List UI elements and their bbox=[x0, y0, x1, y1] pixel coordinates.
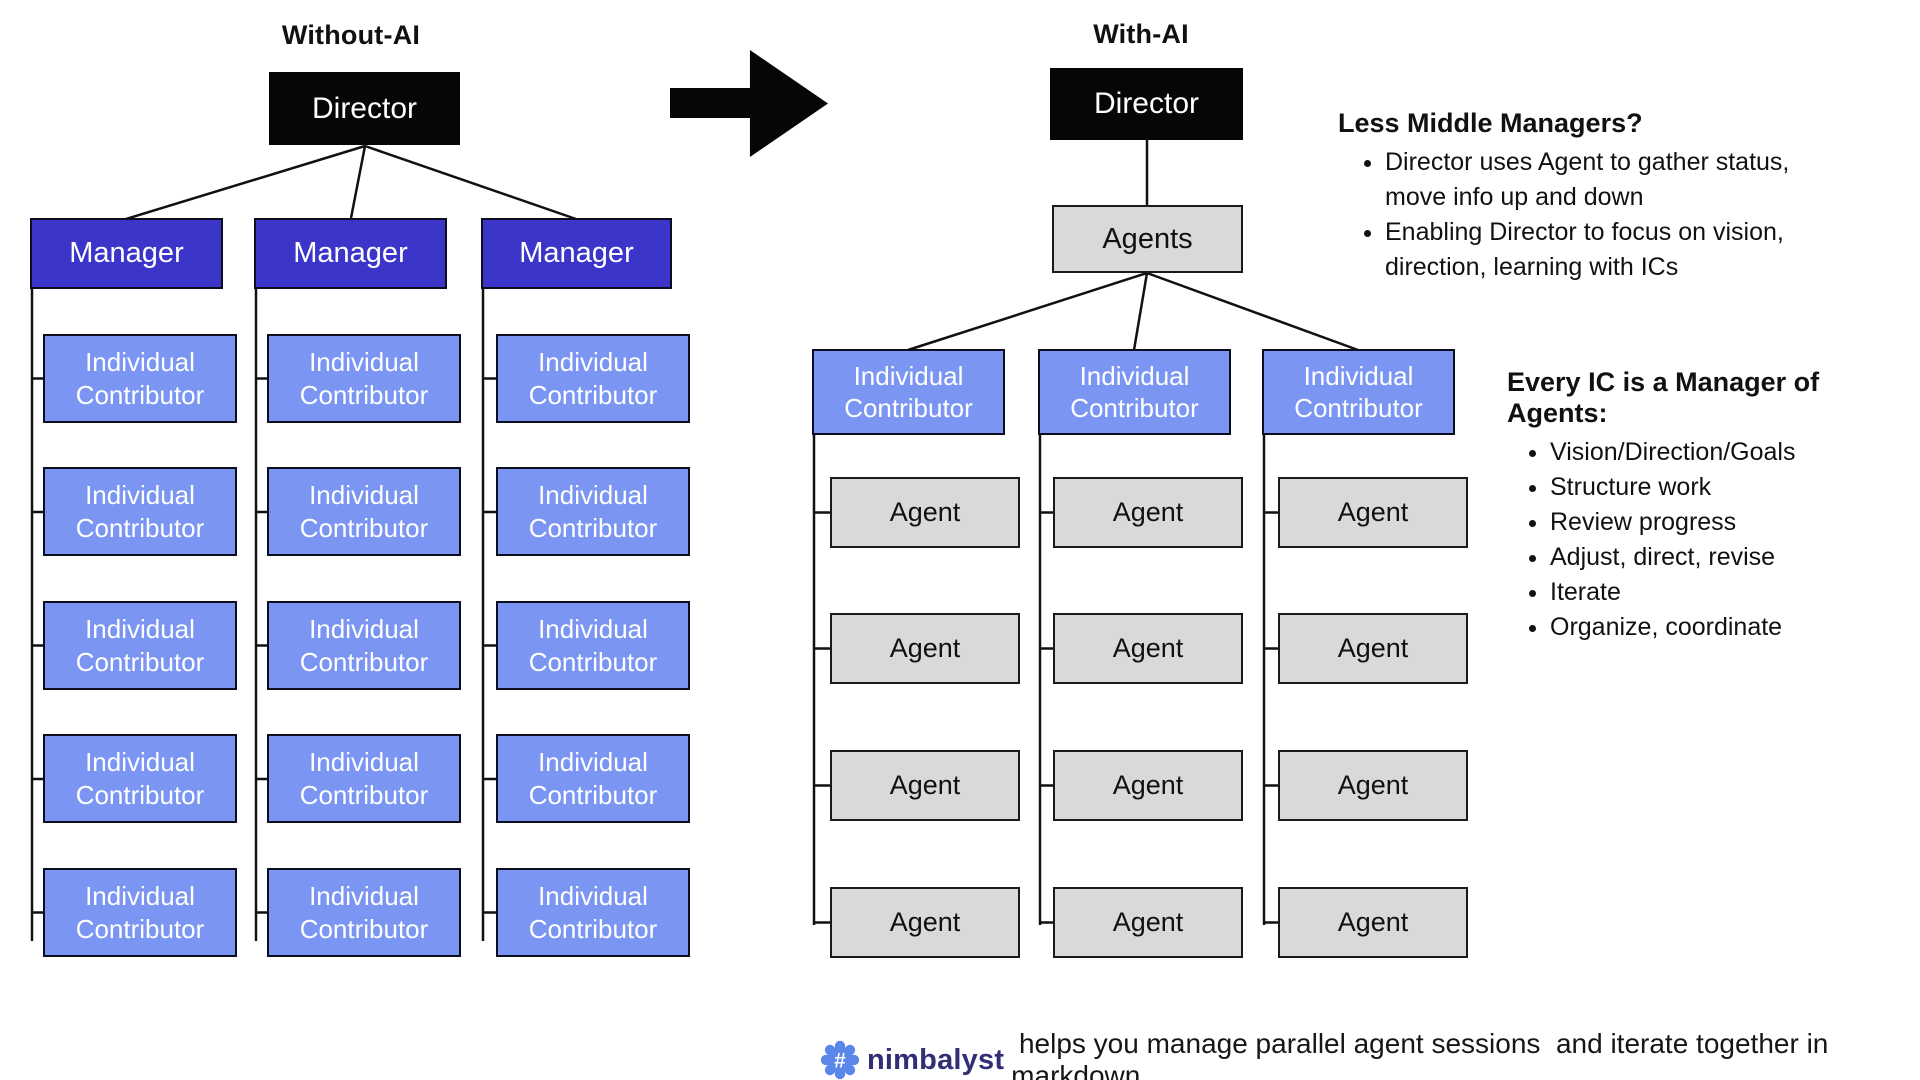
agent-box: Agent bbox=[830, 887, 1020, 958]
manager-box: Manager bbox=[481, 218, 672, 289]
brand-name: nimbalyst bbox=[867, 1043, 1005, 1076]
svg-text:#: # bbox=[834, 1050, 846, 1073]
ic-box: Individual Contributor bbox=[43, 868, 237, 957]
notes-block2-item: Vision/Direction/Goals bbox=[1550, 435, 1917, 470]
notes-block2-item: Iterate bbox=[1550, 575, 1917, 610]
notes-less-middle-managers: Less Middle Managers? Director uses Agen… bbox=[1338, 108, 1858, 285]
ic-box: Individual Contributor bbox=[1038, 349, 1231, 435]
notes-block2-list: Vision/Direction/Goals Structure work Re… bbox=[1507, 435, 1917, 645]
agent-box: Agent bbox=[1053, 613, 1243, 684]
ic-box: Individual Contributor bbox=[267, 334, 461, 423]
agent-box: Agent bbox=[1053, 750, 1243, 821]
agent-box: Agent bbox=[1278, 613, 1468, 684]
ic-box: Individual Contributor bbox=[43, 467, 237, 556]
footer-tagline: # nimbalyst helps you manage parallel ag… bbox=[820, 1028, 1920, 1080]
notes-block1-heading: Less Middle Managers? bbox=[1338, 108, 1643, 138]
right-hub-fan-lines bbox=[907, 271, 1359, 352]
footer-text: helps you manage parallel agent sessions… bbox=[1011, 1028, 1837, 1080]
ic-box: Individual Contributor bbox=[496, 467, 690, 556]
ic-box: Individual Contributor bbox=[43, 734, 237, 823]
agent-box: Agent bbox=[830, 750, 1020, 821]
left-director-box: Director bbox=[269, 72, 460, 145]
left-tree-title: Without-AI bbox=[281, 20, 421, 50]
right-agent-stub-lines bbox=[814, 511, 1280, 924]
ic-box: Individual Contributor bbox=[267, 734, 461, 823]
notes-block1-list: Director uses Agent to gather status, mo… bbox=[1338, 145, 1858, 285]
ic-box: Individual Contributor bbox=[43, 601, 237, 690]
hash-gear-icon: # bbox=[820, 1040, 860, 1080]
ic-box: Individual Contributor bbox=[496, 868, 690, 957]
agent-box: Agent bbox=[830, 477, 1020, 548]
ic-box: Individual Contributor bbox=[267, 467, 461, 556]
agent-box: Agent bbox=[1278, 750, 1468, 821]
notes-block2-heading: Every IC is a Manager of Agents: bbox=[1507, 367, 1820, 428]
ic-box: Individual Contributor bbox=[1262, 349, 1455, 435]
ic-box: Individual Contributor bbox=[496, 334, 690, 423]
transform-arrow-icon bbox=[670, 50, 828, 157]
ic-box: Individual Contributor bbox=[267, 868, 461, 957]
notes-block1-item: Director uses Agent to gather status, mo… bbox=[1385, 145, 1855, 215]
manager-box: Manager bbox=[30, 218, 223, 289]
notes-block2-item: Organize, coordinate bbox=[1550, 610, 1917, 645]
notes-block2-item: Structure work bbox=[1550, 470, 1917, 505]
ic-box: Individual Contributor bbox=[267, 601, 461, 690]
notes-block1-item: Enabling Director to focus on vision, di… bbox=[1385, 215, 1855, 285]
agent-box: Agent bbox=[1278, 887, 1468, 958]
notes-block2-item: Review progress bbox=[1550, 505, 1917, 540]
notes-block2-item: Adjust, direct, revise bbox=[1550, 540, 1917, 575]
ic-box: Individual Contributor bbox=[496, 601, 690, 690]
notes-every-ic-manager: Every IC is a Manager of Agents: Vision/… bbox=[1507, 367, 1917, 645]
agent-box: Agent bbox=[1053, 887, 1243, 958]
agent-box: Agent bbox=[1053, 477, 1243, 548]
left-director-fan-lines bbox=[125, 144, 577, 221]
ic-box: Individual Contributor bbox=[496, 734, 690, 823]
right-tree-title: With-AI bbox=[1093, 19, 1189, 49]
manager-box: Manager bbox=[254, 218, 447, 289]
agents-hub-box: Agents bbox=[1052, 205, 1243, 273]
agent-box: Agent bbox=[1278, 477, 1468, 548]
agent-box: Agent bbox=[830, 613, 1020, 684]
ic-box: Individual Contributor bbox=[43, 334, 237, 423]
right-director-box: Director bbox=[1050, 68, 1243, 140]
ic-box: Individual Contributor bbox=[812, 349, 1005, 435]
